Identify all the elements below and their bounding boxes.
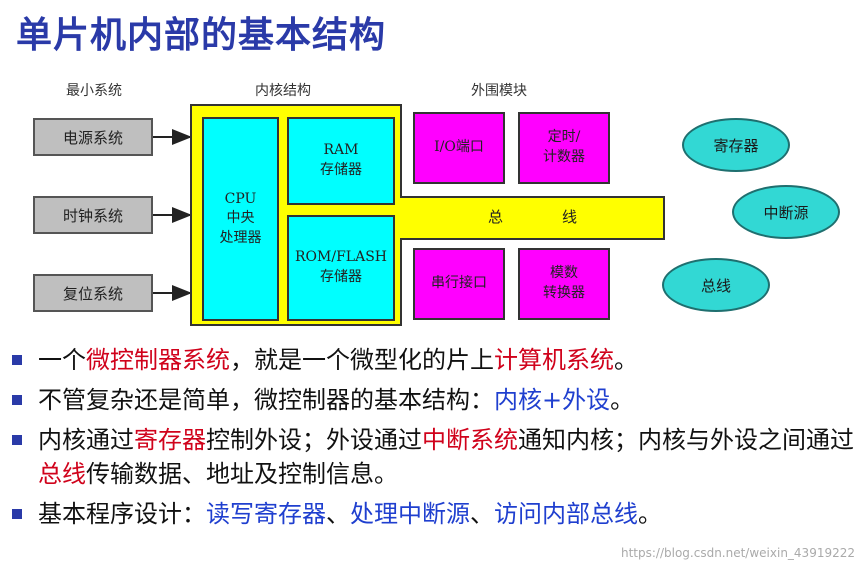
clock-system-box: 时钟系统 (33, 196, 153, 234)
bullet-segment: 。 (610, 386, 635, 414)
bullet-item: 不管复杂还是简单，微控制器的基本结构：内核+外设。 (8, 383, 858, 417)
page-title: 单片机内部的基本结构 (16, 15, 387, 56)
bus-ellipse: 总线 (662, 258, 770, 312)
bullet-segment: ，就是一个微型化的片上 (230, 346, 494, 374)
bullet-segment: 处理中断源 (350, 500, 470, 528)
bullet-text: 基本程序设计：读写寄存器、处理中断源、访问内部总线。 (38, 500, 662, 528)
bullet-segment: 读写寄存器 (206, 500, 326, 528)
interrupt-source-ellipse: 中断源 (732, 185, 840, 239)
bullet-item: 内核通过寄存器控制外设；外设通过中断系统通知内核；内核与外设之间通过总线传输数据… (8, 423, 858, 491)
bullet-text: 一个微控制器系统，就是一个微型化的片上计算机系统。 (38, 346, 638, 374)
bullet-list: 一个微控制器系统，就是一个微型化的片上计算机系统。 不管复杂还是简单，微控制器的… (8, 343, 858, 531)
bullet-square-icon (12, 509, 22, 519)
bullet-item: 一个微控制器系统，就是一个微型化的片上计算机系统。 (8, 343, 858, 377)
bus-label-2: 线 (562, 208, 578, 226)
bullet-square-icon (12, 355, 22, 365)
bullet-item: 基本程序设计：读写寄存器、处理中断源、访问内部总线。 (8, 497, 858, 531)
register-ellipse: 寄存器 (682, 118, 790, 172)
bullet-square-icon (12, 435, 22, 445)
timer-counter-box: 定时/ 计数器 (518, 112, 610, 184)
bullet-segment: 不管复杂还是简单，微控制器的基本结构： (38, 386, 494, 414)
bullet-segment: 中断系统 (422, 426, 518, 454)
cpu-box: CPU 中央 处理器 (202, 117, 279, 321)
bullet-segment: 微控制器系统 (86, 346, 230, 374)
bullet-segment: 通知内核；内核与外设之间通过 (518, 426, 854, 454)
reset-system-box: 复位系统 (33, 274, 153, 312)
watermark: https://blog.csdn.net/weixin_43919222 (620, 546, 855, 560)
bullet-square-icon (12, 395, 22, 405)
label-core-structure: 内核结构 (255, 83, 311, 99)
bullet-segment: 一个 (38, 346, 86, 374)
bullet-segment: 寄存器 (134, 426, 206, 454)
rom-flash-box: ROM/FLASH 存储器 (287, 215, 395, 321)
bullet-segment: 、 (326, 500, 350, 528)
bullet-segment: 传输数据、地址及控制信息。 (86, 460, 398, 488)
bullet-segment: 内核通过 (38, 426, 134, 454)
serial-interface-box: 串行接口 (413, 248, 505, 320)
arrows-layer (153, 129, 192, 301)
bus-label-1: 总 (488, 208, 504, 226)
adc-box: 模数 转换器 (518, 248, 610, 320)
bullet-segment: 。 (638, 500, 662, 528)
label-minimal-system: 最小系统 (66, 83, 122, 99)
power-system-box: 电源系统 (33, 118, 153, 156)
bullet-segment: 访问内部总线 (494, 500, 638, 528)
bullet-segment: 控制外设；外设通过 (206, 426, 422, 454)
bullet-segment: 总线 (38, 460, 86, 488)
label-peripheral-modules: 外围模块 (471, 83, 527, 99)
bullet-segment: 计算机系统 (494, 346, 614, 374)
bullet-segment: 基本程序设计： (38, 500, 206, 528)
bullet-text: 不管复杂还是简单，微控制器的基本结构：内核+外设。 (38, 386, 634, 414)
bullet-segment: 、 (470, 500, 494, 528)
bullet-text: 内核通过寄存器控制外设；外设通过中断系统通知内核；内核与外设之间通过总线传输数据… (38, 426, 854, 488)
ram-box: RAM 存储器 (287, 117, 395, 205)
bullet-segment: 内核+外设 (494, 386, 611, 414)
io-port-box: I/O端口 (413, 112, 505, 184)
bullet-segment: 。 (614, 346, 638, 374)
